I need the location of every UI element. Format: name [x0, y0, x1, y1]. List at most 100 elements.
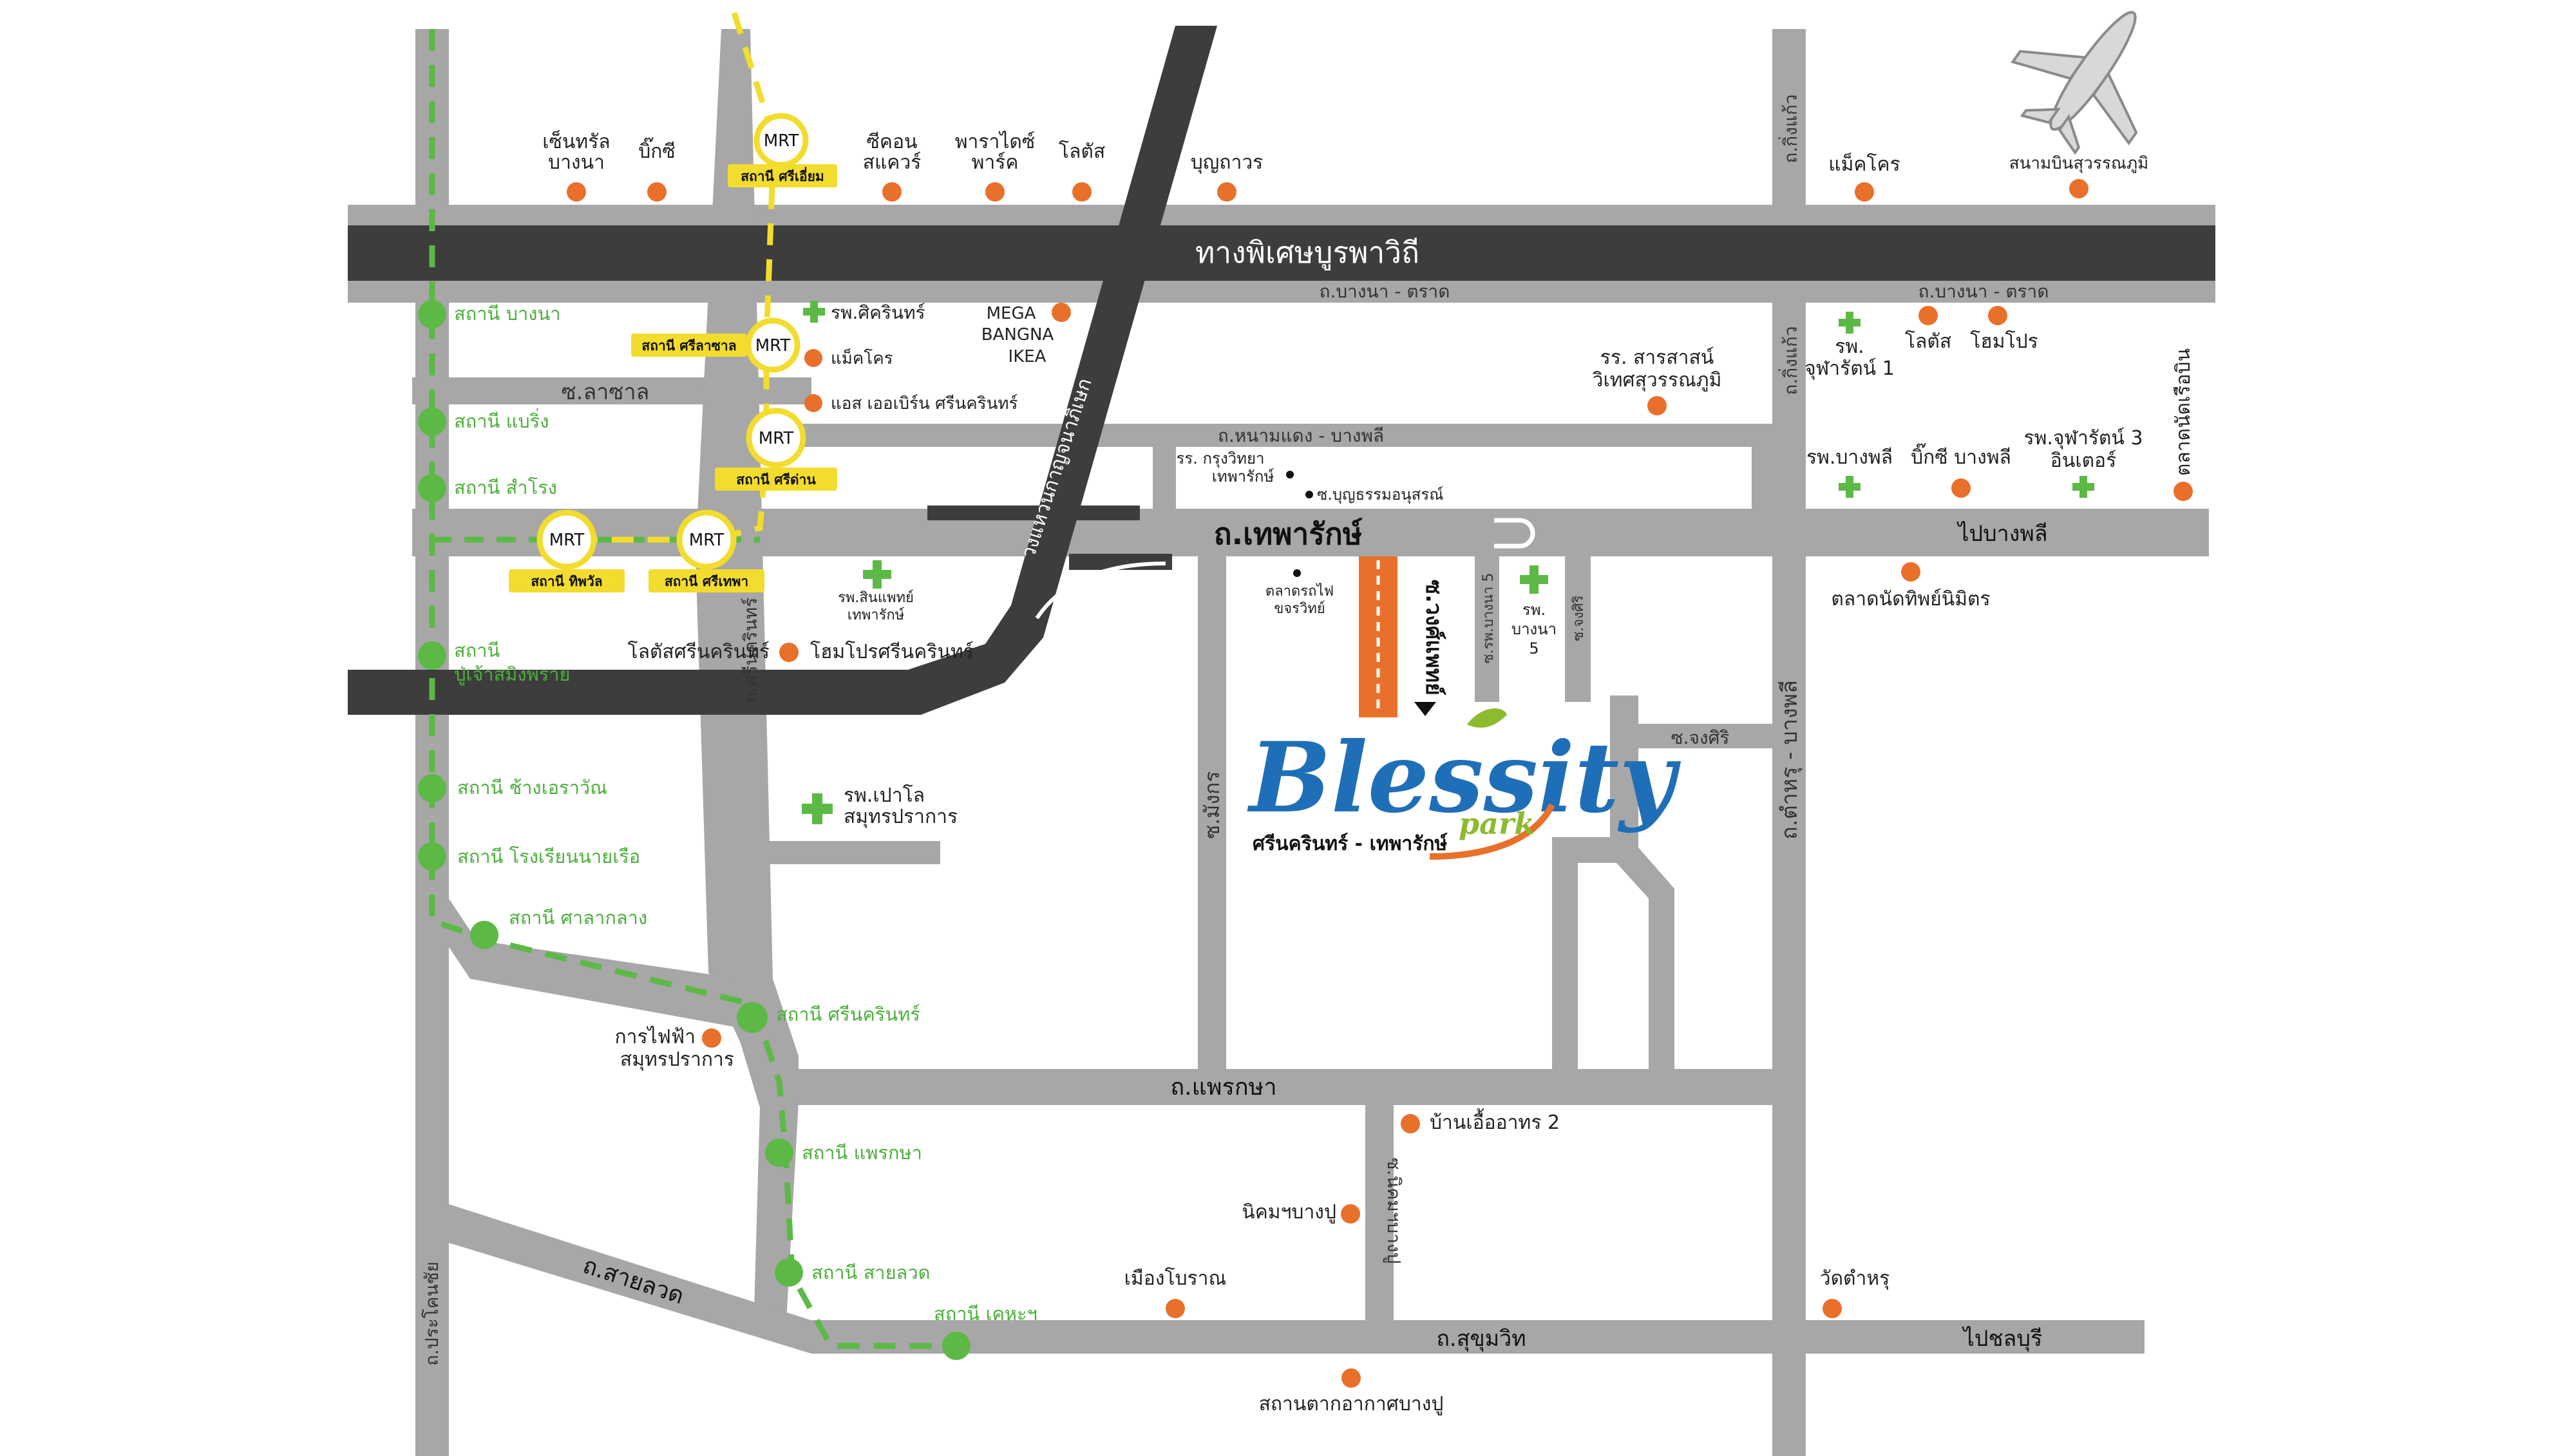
ramp-arrow-1	[1093, 463, 1141, 501]
hospital-chularat1-1: รพ.	[1835, 336, 1864, 358]
road-jongsiri-loop	[1552, 837, 1674, 1088]
bts-label-naval: สถานี โรงเรียนนายเรือ	[457, 846, 640, 867]
bts-label-kheha: สถานี เคหะฯ	[934, 1303, 1037, 1325]
bts-station-pu-chao	[418, 641, 446, 670]
poi-sarasas-2: วิเทศสุวรรณภูมิ	[1593, 369, 1722, 392]
orange-dot-icon	[985, 182, 1005, 202]
hospital-bangna5-2: บางนา	[1511, 620, 1557, 638]
mrt-ring	[745, 317, 800, 373]
bts-stations	[418, 300, 971, 1360]
orange-dot-icon	[1052, 303, 1071, 322]
bts-label-bearing: สถานี แบริ่ง	[454, 408, 549, 432]
bts-station-naval	[418, 842, 446, 871]
hospital-cross-icon	[1520, 565, 1548, 594]
small-dot-icon	[1305, 491, 1313, 498]
poi-makro-1: แม็คโคร	[1828, 152, 1900, 176]
mrt-label-si-la-salle: สถานี ศรีลาซาล	[641, 338, 736, 354]
orange-dot-icon	[804, 394, 822, 412]
road-bangna-trat	[348, 279, 2215, 303]
small-dot-icon	[1286, 471, 1294, 478]
label-nam-daeng: ถ.หนามแดง - บางพลี	[1218, 425, 1384, 446]
orange-dot-icon	[1401, 1114, 1420, 1133]
hospital-labels: รพ.ศิครินทร์ รพ. จุฬารัตน์ 1 รพ.บางพลี ร…	[831, 302, 2143, 829]
poi-mega-1: MEGA	[987, 304, 1036, 323]
bts-label-pu-chao-2: ปู่เจ้าสมิงพราย	[454, 663, 571, 686]
bts-label-sala-klang: สถานี ศาลากลาง	[509, 907, 647, 929]
poi-market-vertical: ตลาดนัดเรือบิน	[2172, 348, 2195, 476]
bts-station-praeksa	[765, 1139, 793, 1167]
orange-dot-icon	[647, 182, 667, 202]
road-jongsiri-v	[1610, 695, 1638, 850]
road-mangkon	[1198, 554, 1226, 1088]
poi-seacon-1: ซีคอน	[867, 131, 918, 153]
mrt-tag-box	[649, 569, 764, 592]
poi-bigc-2: บิ๊กซี บางพลี	[1911, 443, 2011, 469]
hospital-cross-icon	[863, 560, 891, 589]
label-jongsiri: ซ.จงศิริ	[1671, 727, 1730, 748]
poi-krung-2: เทพารักษ์	[1212, 468, 1274, 486]
poi-krung-1: รร. กรุงวิทยา	[1176, 449, 1264, 468]
bts-label-chang-erawan: สถานี ช้างเอราวัณ	[457, 777, 607, 799]
small-dot-icon	[1293, 569, 1301, 577]
hospital-bangna5-3: 5	[1529, 639, 1539, 657]
mrt-tag-box	[509, 569, 625, 592]
hospital-cross-icon	[2072, 476, 2094, 498]
label-bangna5-soi: ซ.รพ.บางนา 5	[1481, 573, 1497, 664]
road-paolo	[753, 841, 940, 864]
bts-station-sala-klang	[470, 921, 498, 949]
poi-lotus-srinakarin: โลตัสศรีนครินทร์	[627, 640, 770, 663]
label-sukhumvit: ถ.สุขุมวิท	[1436, 1326, 1526, 1352]
mrt-tag: MRT	[759, 429, 794, 448]
orange-dot-icon	[1647, 396, 1667, 415]
hospital-cross-icon	[1839, 476, 1861, 498]
mrt-stations: MRT สถานี ศรีเอี่ยม MRT สถานี ศรีลาซาล M…	[509, 113, 837, 592]
mrt-label-si-iam: สถานี ศรีเอี่ยม	[741, 166, 824, 184]
orange-dot-icon	[1901, 562, 1920, 581]
poi-lotus-1: โลตัส	[1059, 140, 1105, 163]
mrt-ring	[746, 408, 806, 468]
mrt-station-si-dan: MRT สถานี ศรีด่าน	[715, 408, 837, 491]
road-bangna5-soi	[1475, 554, 1499, 702]
poi-labels: เซ็นทรัล บางนา บิ๊กซี ซีคอน สแควร์ พาราไ…	[542, 129, 2195, 1415]
hospital-bangphli: รพ.บางพลี	[1806, 446, 1893, 469]
mrt-label-thipphawan: สถานี ทิพวัล	[531, 574, 602, 589]
label-theparak: ถ.เทพารักษ์	[1214, 516, 1363, 551]
poi-electricity-1: การไฟฟ้า	[614, 1025, 696, 1048]
expressway-burapha	[348, 225, 2215, 281]
bts-station-bang-na	[418, 300, 446, 328]
bts-label-pu-chao-1: สถานี	[454, 639, 500, 661]
poi-suvarnabhumi: สนามบินสุวรรณภูมิ	[2009, 154, 2148, 173]
hospital-chularat1-2: จุฬารัตน์ 1	[1804, 357, 1895, 381]
poi-ban-uea: บ้านเอื้ออาทร 2	[1430, 1108, 1560, 1134]
bts-station-kheha	[942, 1332, 971, 1360]
poi-bigc-1: บิ๊กซี	[638, 137, 676, 163]
orange-dot-icon	[567, 182, 586, 202]
mrt-station-thipphawan: MRT สถานี ทิพวัล	[509, 509, 625, 592]
orange-dot-icon	[882, 182, 902, 202]
leaf-icon	[1467, 708, 1507, 728]
hospital-cross-icon	[802, 793, 833, 824]
poi-dots	[567, 179, 2193, 1388]
mrt-label-si-thepha: สถานี ศรีเทพา	[665, 574, 748, 589]
hospital-cross-icon	[1839, 312, 1861, 334]
poi-homepro-1: โฮมโปร	[1970, 330, 2038, 353]
road-nam-daeng	[753, 424, 1777, 447]
label-srinakarin: ถ.ศรีนครินทร์	[740, 598, 761, 703]
poi-homepro-srinakarin: โฮมโปรศรีนครินทร์	[810, 640, 974, 663]
orange-dot-icon	[1217, 182, 1236, 202]
poi-makro-2: แม็คโคร	[831, 348, 893, 368]
hospital-paolo-2: สมุทรปราการ	[844, 806, 958, 829]
label-kingkaew-2: ถ.กิ่งแก้ว	[1778, 326, 1801, 395]
label-mangkon: ซ.มังกร	[1200, 771, 1224, 838]
bts-station-chang-erawan	[418, 774, 446, 802]
hospital-bangna5-1: รพ.	[1522, 601, 1546, 619]
road-rpn5	[1565, 554, 1591, 702]
poi-mega-3: IKEA	[1009, 347, 1046, 366]
road-top-frontage	[348, 205, 2215, 228]
hospital-chularat3-1: รพ.จุฬารัตน์ 3	[2023, 427, 2143, 450]
logo-sub: park	[1459, 806, 1535, 841]
label-wongsaphat: ซ.วงศ์แพทย์	[1421, 580, 1446, 695]
mrt-tag-box	[631, 334, 747, 357]
bts-label-srinakarin: สถานี ศรีนครินทร์	[776, 1003, 920, 1025]
